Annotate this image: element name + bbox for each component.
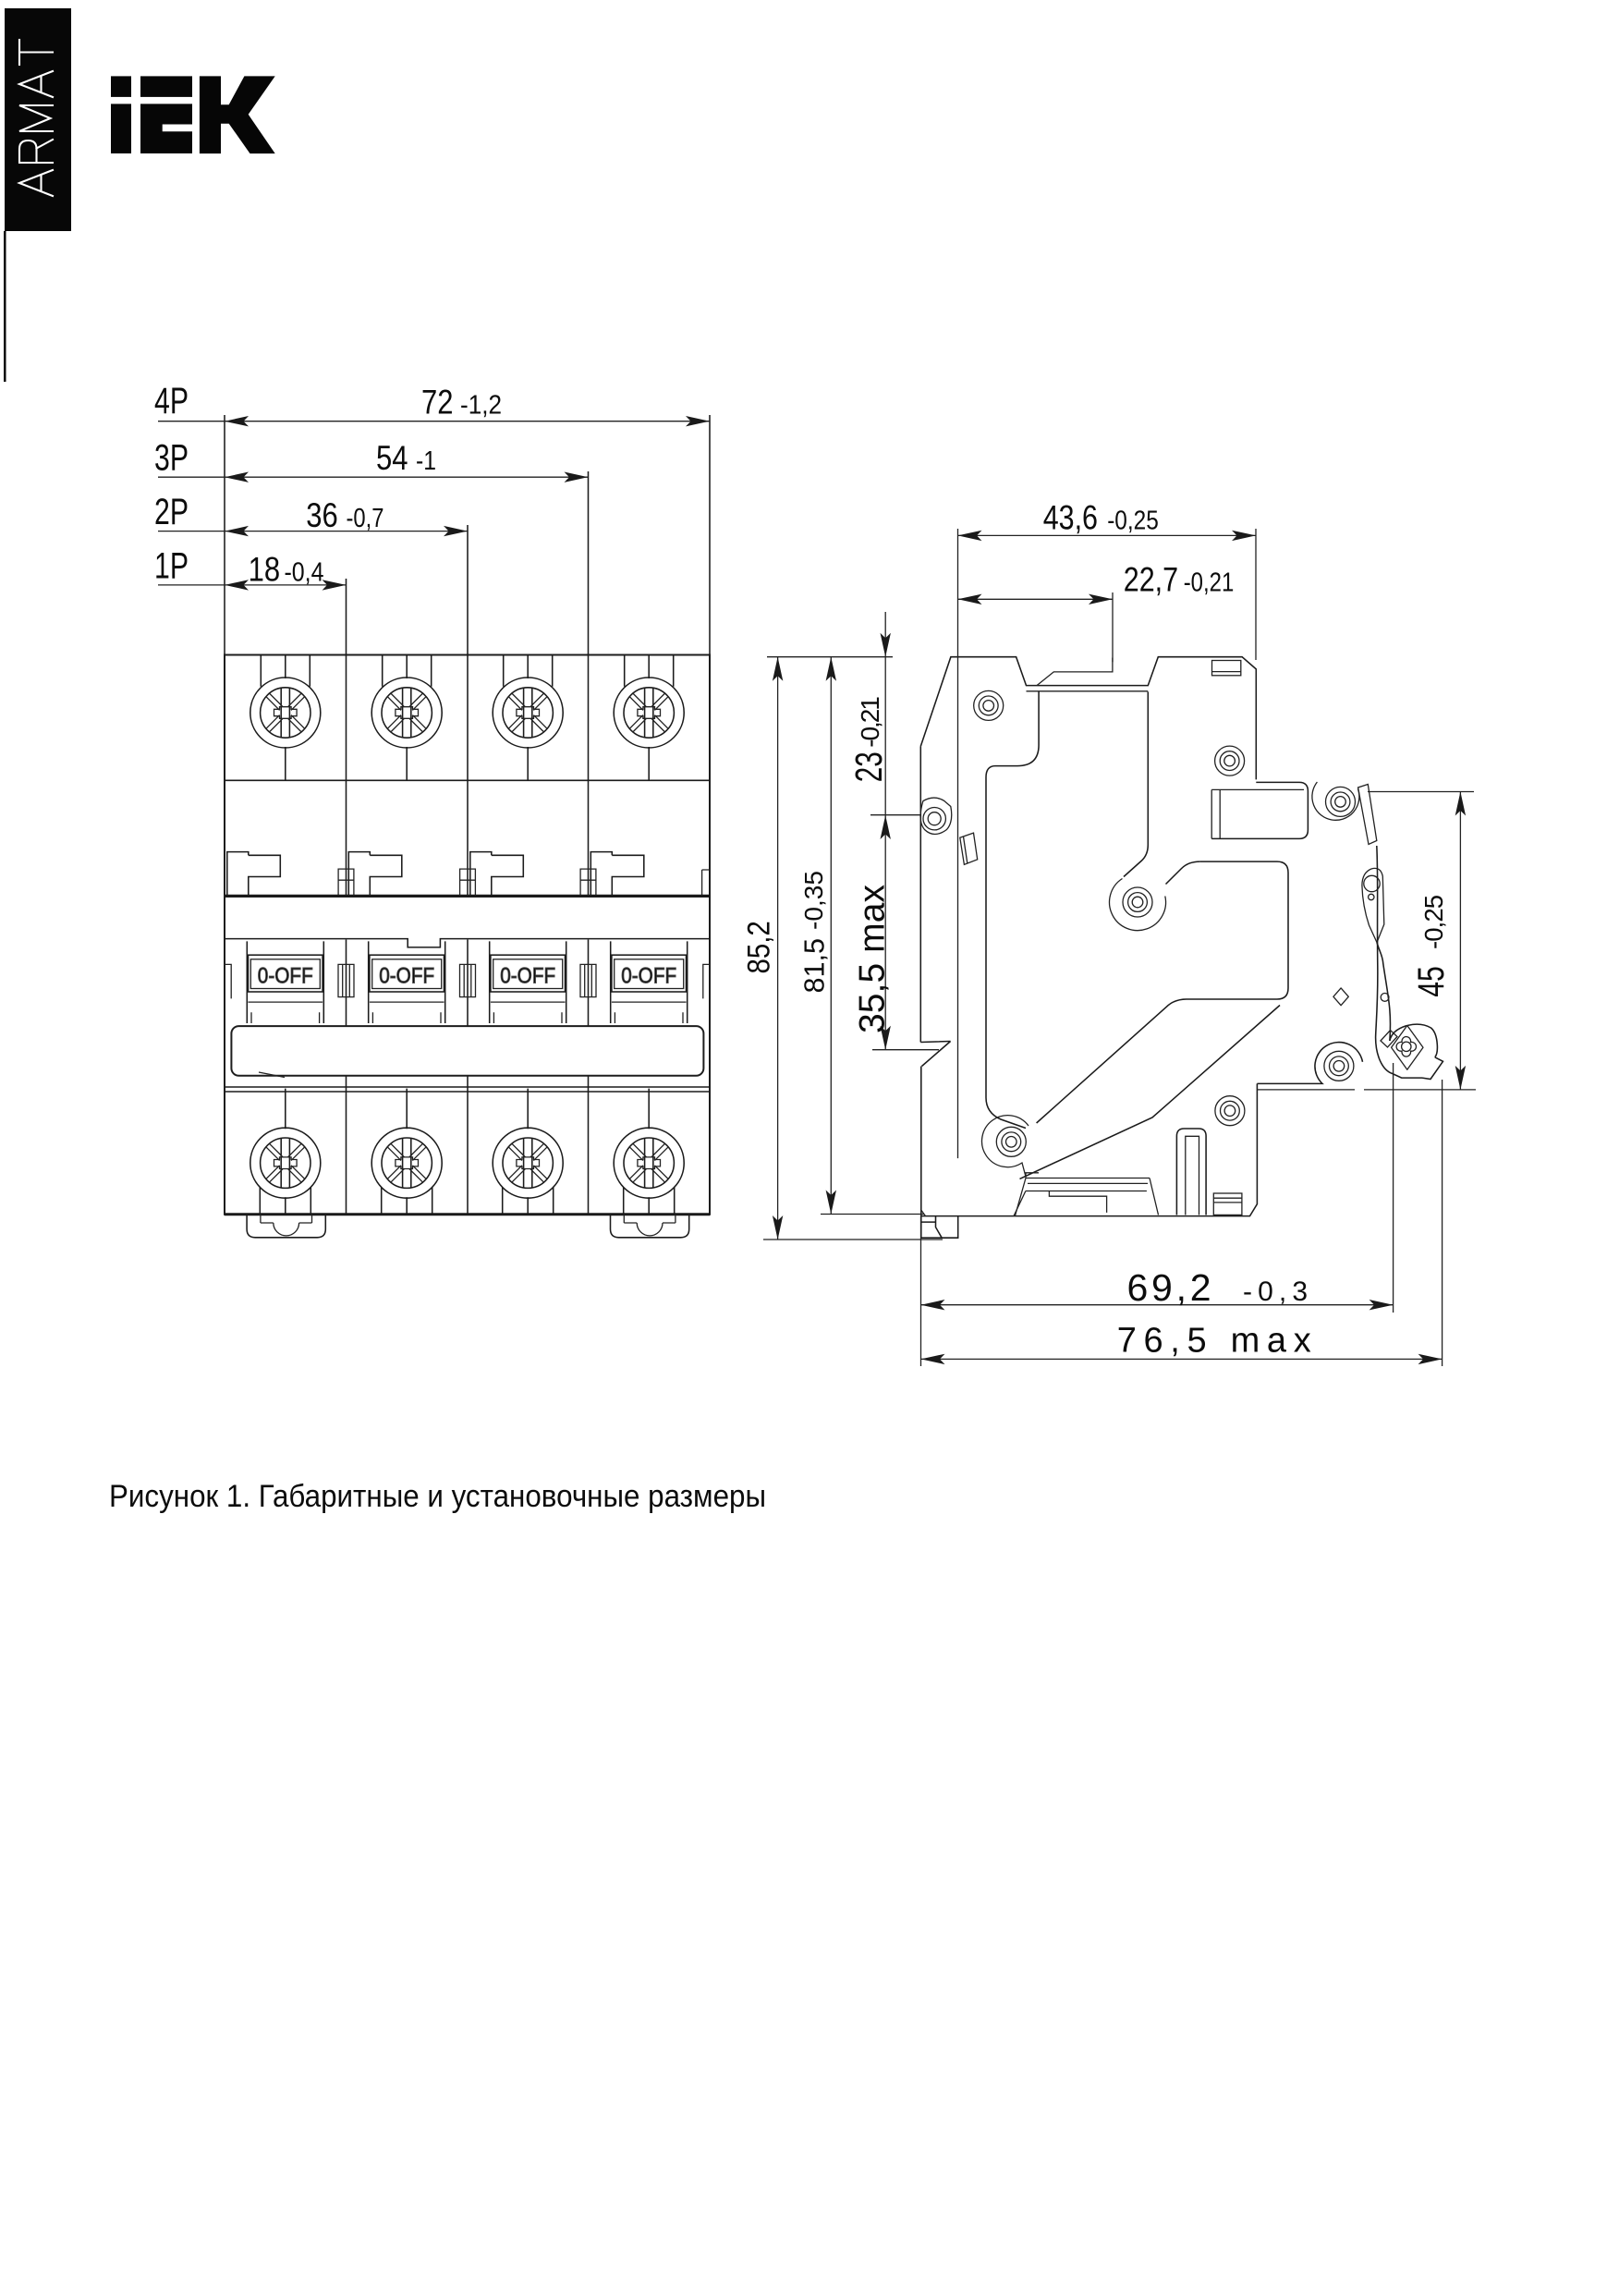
svg-text:-0,35: -0,35 — [799, 871, 828, 930]
svg-text:-0,21: -0,21 — [1184, 568, 1235, 597]
svg-text:81,5: 81,5 — [798, 938, 831, 994]
svg-text:36: 36 — [306, 496, 338, 534]
svg-text:85,2: 85,2 — [742, 921, 777, 973]
svg-text:45: 45 — [1411, 966, 1452, 997]
svg-text:-0,7: -0,7 — [347, 504, 384, 533]
svg-text:72: 72 — [421, 384, 454, 421]
svg-text:23: 23 — [847, 751, 890, 782]
svg-text:18: 18 — [249, 551, 281, 589]
svg-text:-0,25: -0,25 — [1419, 895, 1448, 949]
svg-text:-1: -1 — [416, 446, 436, 476]
svg-text:43,6: 43,6 — [1043, 499, 1098, 537]
svg-text:2P: 2P — [154, 492, 189, 532]
svg-text:-0,25: -0,25 — [1107, 507, 1159, 536]
svg-text:-0,21: -0,21 — [856, 696, 884, 748]
svg-text:54: 54 — [376, 439, 408, 477]
svg-text:Рисунок 1. Габаритные и устано: Рисунок 1. Габаритные и установочные раз… — [109, 1479, 766, 1514]
svg-text:1P: 1P — [154, 546, 189, 587]
svg-text:3P: 3P — [154, 438, 189, 479]
svg-text:4P: 4P — [154, 381, 189, 421]
svg-text:76,5 max: 76,5 max — [1117, 1322, 1311, 1361]
svg-text:-0,4: -0,4 — [285, 558, 324, 588]
svg-text:22,7: 22,7 — [1124, 560, 1178, 598]
svg-text:69,2: 69,2 — [1127, 1266, 1211, 1309]
svg-text:35,5 max: 35,5 max — [853, 885, 893, 1034]
svg-text:-1,2: -1,2 — [460, 391, 502, 421]
